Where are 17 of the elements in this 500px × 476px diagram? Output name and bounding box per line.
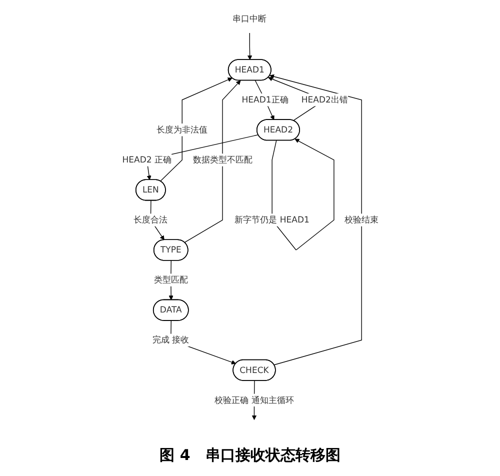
arrow xyxy=(247,32,252,60)
arrow xyxy=(184,80,240,243)
figure-caption: 图 4 串口接收状态转移图 xyxy=(160,446,340,465)
edge-label: HEAD2 正确 xyxy=(122,154,172,165)
edge-label: HEAD2出错 xyxy=(300,94,348,105)
edge-label: 长度合法 xyxy=(133,214,168,225)
arrow xyxy=(146,134,258,180)
edge-label: 完成 接收 xyxy=(152,334,189,345)
edge-label: 类型匹配 xyxy=(153,274,188,285)
edge-label: 长度为非法值 xyxy=(156,124,208,135)
node-text: 串口中断 xyxy=(232,13,266,24)
edge-label: 新字节仍是 HEAD1 xyxy=(234,214,310,225)
edge-label: 数据类型不匹配 xyxy=(192,154,252,165)
arrow xyxy=(160,78,232,182)
edge-label: 校验结束 xyxy=(344,214,378,225)
edge-label: HEAD1正确 xyxy=(241,94,288,105)
edge-label: 校验正确 通知主循环 xyxy=(214,394,294,405)
